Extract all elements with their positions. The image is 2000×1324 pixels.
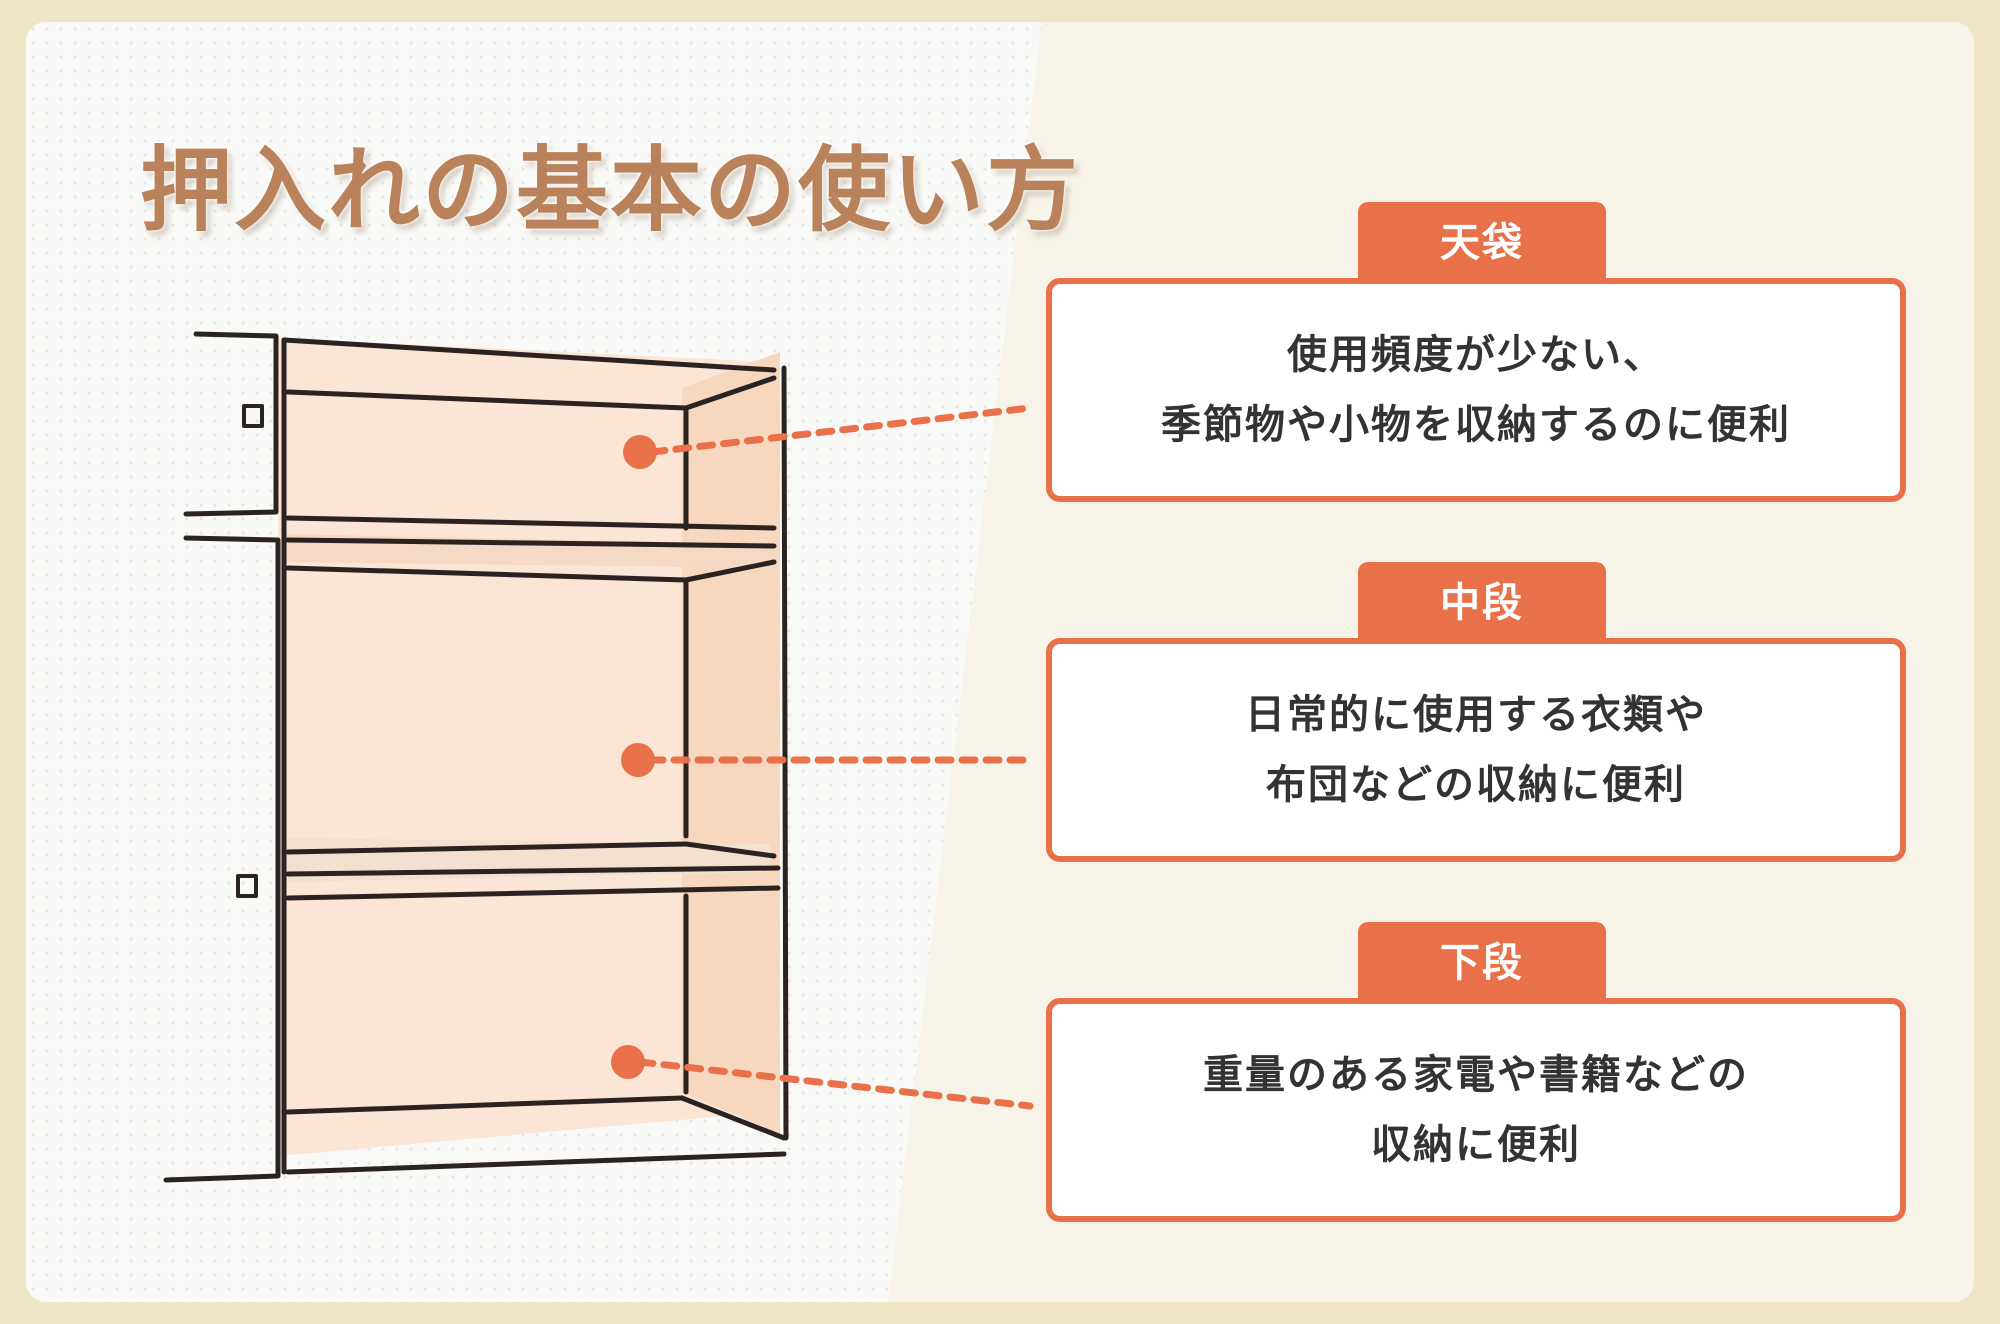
- infographic-card: 押入れの基本の使い方: [26, 22, 1974, 1302]
- tenbukuro-floor: [285, 515, 777, 531]
- left-door-upper: [183, 331, 279, 517]
- tenbukuro-pointer-line: [648, 404, 1034, 456]
- closet-right-wall: [682, 352, 780, 1134]
- chudan-floor: [285, 841, 689, 855]
- tenbukuro-floor-front: [285, 537, 777, 549]
- page-title: 押入れの基本の使い方: [140, 137, 1081, 244]
- gedan-floor-corner: [679, 1095, 787, 1141]
- chudan-top-corner: [683, 559, 777, 583]
- gedan-pointer-dot: [611, 1045, 645, 1079]
- tenbukuro-corner: [683, 375, 777, 411]
- gedan-label: 下段: [1358, 922, 1606, 1000]
- tenbukuro-label: 天袋: [1358, 202, 1606, 280]
- closet-top-edge: [281, 337, 777, 373]
- lower-door-handle: [236, 874, 258, 898]
- chudan-label: 中段: [1358, 562, 1606, 640]
- tenbukuro-inner-top: [285, 389, 689, 411]
- chudan-shelf-under: [285, 885, 781, 901]
- tenbukuro-description-box: 使用頻度が少ない、 季節物や小物を収納するのに便利: [1046, 278, 1906, 502]
- chudan-shelf-front: [285, 865, 781, 877]
- gedan-description-box: 重量のある家電や書籍などの 収納に便利: [1046, 998, 1906, 1222]
- left-door-lower: [163, 535, 281, 1183]
- closet-illustration: [163, 331, 1034, 1183]
- gedan-floor-front: [285, 1151, 787, 1175]
- tenbukuro-description-line-1: 使用頻度が少ない、: [1287, 332, 1665, 378]
- gedan-description-line-2: 収納に便利: [1371, 1122, 1581, 1168]
- chudan-pointer-dot: [621, 743, 655, 777]
- chudan-description-line-1: 日常的に使用する衣類や: [1245, 692, 1707, 738]
- chudan-top-edge: [285, 565, 689, 583]
- chudan-description-line-2: 布団などの収納に便利: [1266, 762, 1686, 808]
- gedan-floor-back: [285, 1095, 685, 1115]
- closet-right-edge: [781, 365, 789, 1141]
- chudan-floor-corner: [683, 841, 777, 859]
- tenbukuro-pointer-dot: [623, 435, 657, 469]
- chudan-description-box: 日常的に使用する衣類や 布団などの収納に便利: [1046, 638, 1906, 862]
- gedan-description-line-1: 重量のある家電や書籍などの: [1203, 1052, 1749, 1098]
- gedan-pointer-line: [636, 1058, 1034, 1110]
- tenbukuro-description-line-2: 季節物や小物を収納するのに便利: [1161, 402, 1791, 448]
- upper-door-handle: [242, 404, 264, 428]
